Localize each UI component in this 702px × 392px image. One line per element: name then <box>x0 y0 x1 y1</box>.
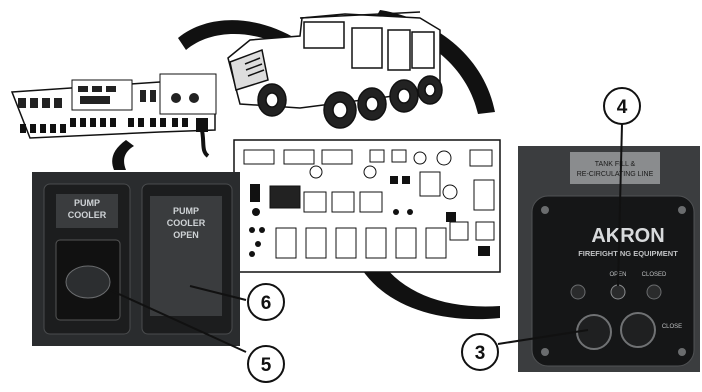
svg-text:4: 4 <box>617 97 628 118</box>
open-indicator-light <box>611 285 625 299</box>
curved-arrow-small <box>112 140 134 170</box>
open-push-button[interactable] <box>577 315 611 349</box>
pump-cooler-label-line1: PUMP <box>74 198 100 208</box>
callout-4: 4 <box>604 88 640 124</box>
callout-5: 5 <box>248 346 284 382</box>
svg-text:6: 6 <box>261 293 272 314</box>
callout-6: 6 <box>248 284 284 320</box>
indicator-light-left <box>571 285 585 299</box>
switch-photo: PUMP COOLER PUMP COOLER OPEN <box>32 172 240 346</box>
closed-label: CLOSED <box>642 272 667 278</box>
pump-cooler-label-line2: COOLER <box>68 210 107 220</box>
pump-cooler-open-label-line2: COOLER <box>167 218 206 228</box>
control-panel-drawing <box>234 140 500 272</box>
placard-line2: RE-CIRCULATING LINE <box>577 171 654 178</box>
akron-subtitle: FIREFIGHTING EQUIPMENT <box>578 249 678 258</box>
close-push-button[interactable] <box>621 313 655 347</box>
svg-text:5: 5 <box>261 355 272 376</box>
dashboard-drawing <box>12 74 216 156</box>
callout-3: 3 <box>462 334 498 370</box>
pump-cooler-open-label-line3: OPEN <box>173 230 199 240</box>
akron-panel-photo: TANK FILL & RE-CIRCULATING LINE AKRON FI… <box>518 146 700 372</box>
svg-text:3: 3 <box>475 343 486 364</box>
close-label: CLOSE <box>662 324 682 330</box>
closed-indicator-light <box>647 285 661 299</box>
akron-brand: AKRON <box>591 225 664 247</box>
pump-cooler-open-label-line1: PUMP <box>173 206 199 216</box>
placard-line1: TANK FILL & <box>595 161 636 168</box>
